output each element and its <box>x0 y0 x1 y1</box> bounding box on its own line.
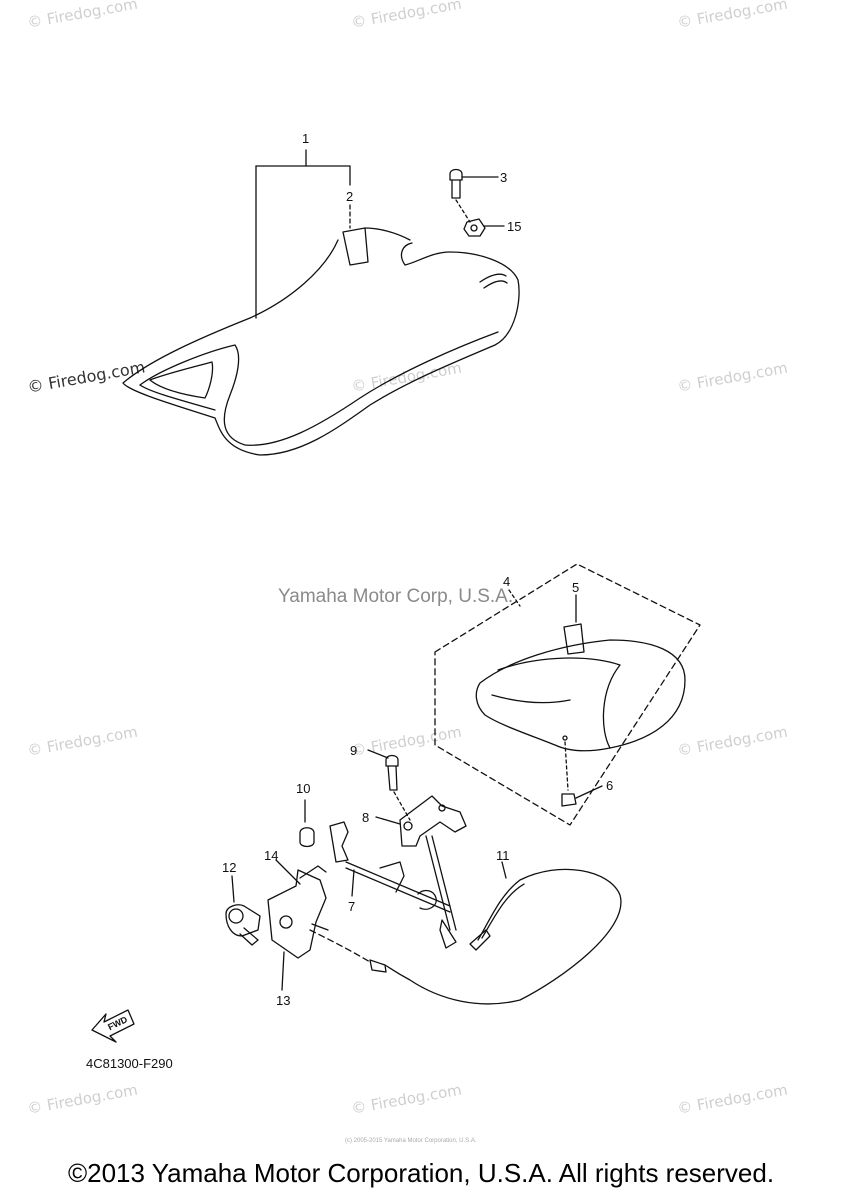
callout-3: 3 <box>500 170 507 185</box>
callout-6: 6 <box>606 778 613 793</box>
callout-15: 15 <box>507 219 521 234</box>
copyright-notice: ©2013 Yamaha Motor Corporation, U.S.A. A… <box>67 1158 775 1188</box>
hook-bracket <box>399 795 467 847</box>
callout-4: 4 <box>503 574 510 589</box>
callout-10: 10 <box>296 781 310 796</box>
callout-1: 1 <box>302 131 309 146</box>
callout-8: 8 <box>362 810 369 825</box>
rear-seat-cowl <box>475 639 686 752</box>
callout-7: 7 <box>348 899 355 914</box>
callout-14: 14 <box>264 848 278 863</box>
callout-12: 12 <box>222 860 236 875</box>
callout-9: 9 <box>350 743 357 758</box>
corp-watermark: Yamaha Motor Corp, U.S.A. <box>278 586 514 607</box>
callout-5: 5 <box>572 580 579 595</box>
diagram-code: 4C81300-F290 <box>86 1056 173 1071</box>
fwd-label: FWD <box>106 1014 129 1032</box>
callout-11: 11 <box>496 848 510 863</box>
lock-bracket <box>267 869 327 959</box>
key-cylinder <box>225 904 261 937</box>
callout-2: 2 <box>346 189 353 204</box>
callout-13: 13 <box>276 993 290 1008</box>
front-seat <box>122 239 520 456</box>
seat-lock-cable <box>384 868 622 1005</box>
fwd-arrow <box>91 1009 135 1043</box>
tiny-notice: (c) 2005-2015 Yamaha Motor Corporation, … <box>345 1138 477 1144</box>
